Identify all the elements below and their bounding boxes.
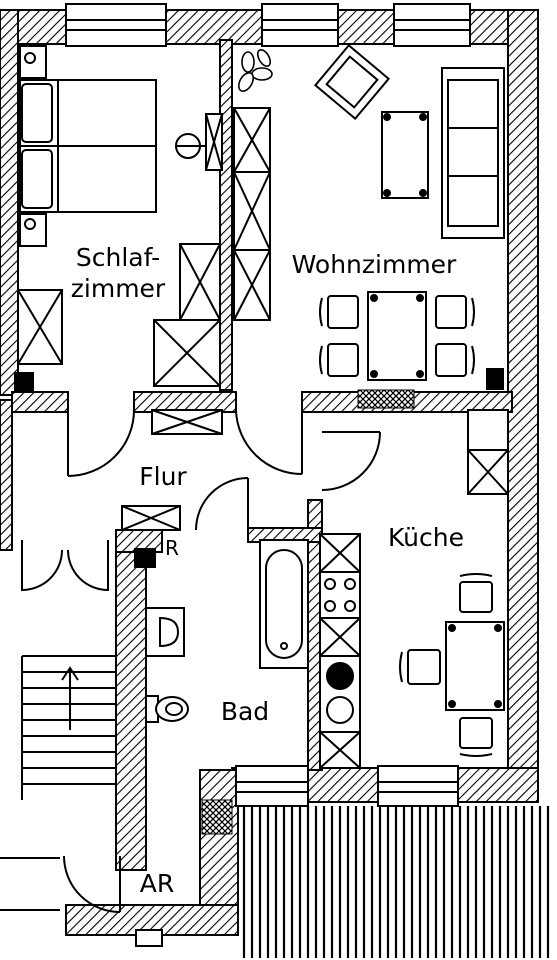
room-label-bad: Bad (220, 697, 270, 726)
room-label-ar: AR (139, 869, 175, 898)
plant-icon (237, 49, 273, 92)
riser-label: R (165, 536, 179, 560)
staircase (0, 655, 116, 911)
chair-bedroom (175, 133, 206, 159)
windows-top (65, 3, 471, 47)
kitchen-cabinet-right (467, 409, 509, 495)
bathtub (259, 539, 309, 669)
windows-bottom (235, 765, 459, 807)
wall-piers (14, 368, 504, 568)
room-label-schlafzimmer: Schlaf- zimmer (70, 243, 166, 304)
ar-step (135, 929, 163, 947)
washbasin (145, 607, 185, 657)
bed (19, 79, 157, 213)
armchair (313, 43, 391, 121)
kitchen-chairs (399, 573, 493, 757)
cabinet-living (233, 107, 271, 321)
room-label-flur: Flur (139, 462, 187, 491)
doors (21, 409, 381, 913)
toilet (145, 695, 189, 723)
room-label-wohnzimmer: Wohnzimmer (291, 250, 457, 279)
sofa (441, 67, 505, 239)
hallway-wardrobe (121, 409, 223, 531)
dining-chairs-living (319, 295, 475, 377)
radiator-bath (201, 799, 233, 835)
room-label-kueche: Küche (388, 523, 464, 552)
kitchen-counter (319, 533, 361, 769)
wardrobe-bedroom (17, 113, 223, 387)
balcony-deck (242, 806, 550, 958)
dining-table-living (367, 291, 427, 381)
nightstands (19, 45, 47, 247)
radiator-living (357, 389, 415, 409)
coffee-table (381, 111, 429, 199)
kitchen-table (445, 621, 505, 711)
